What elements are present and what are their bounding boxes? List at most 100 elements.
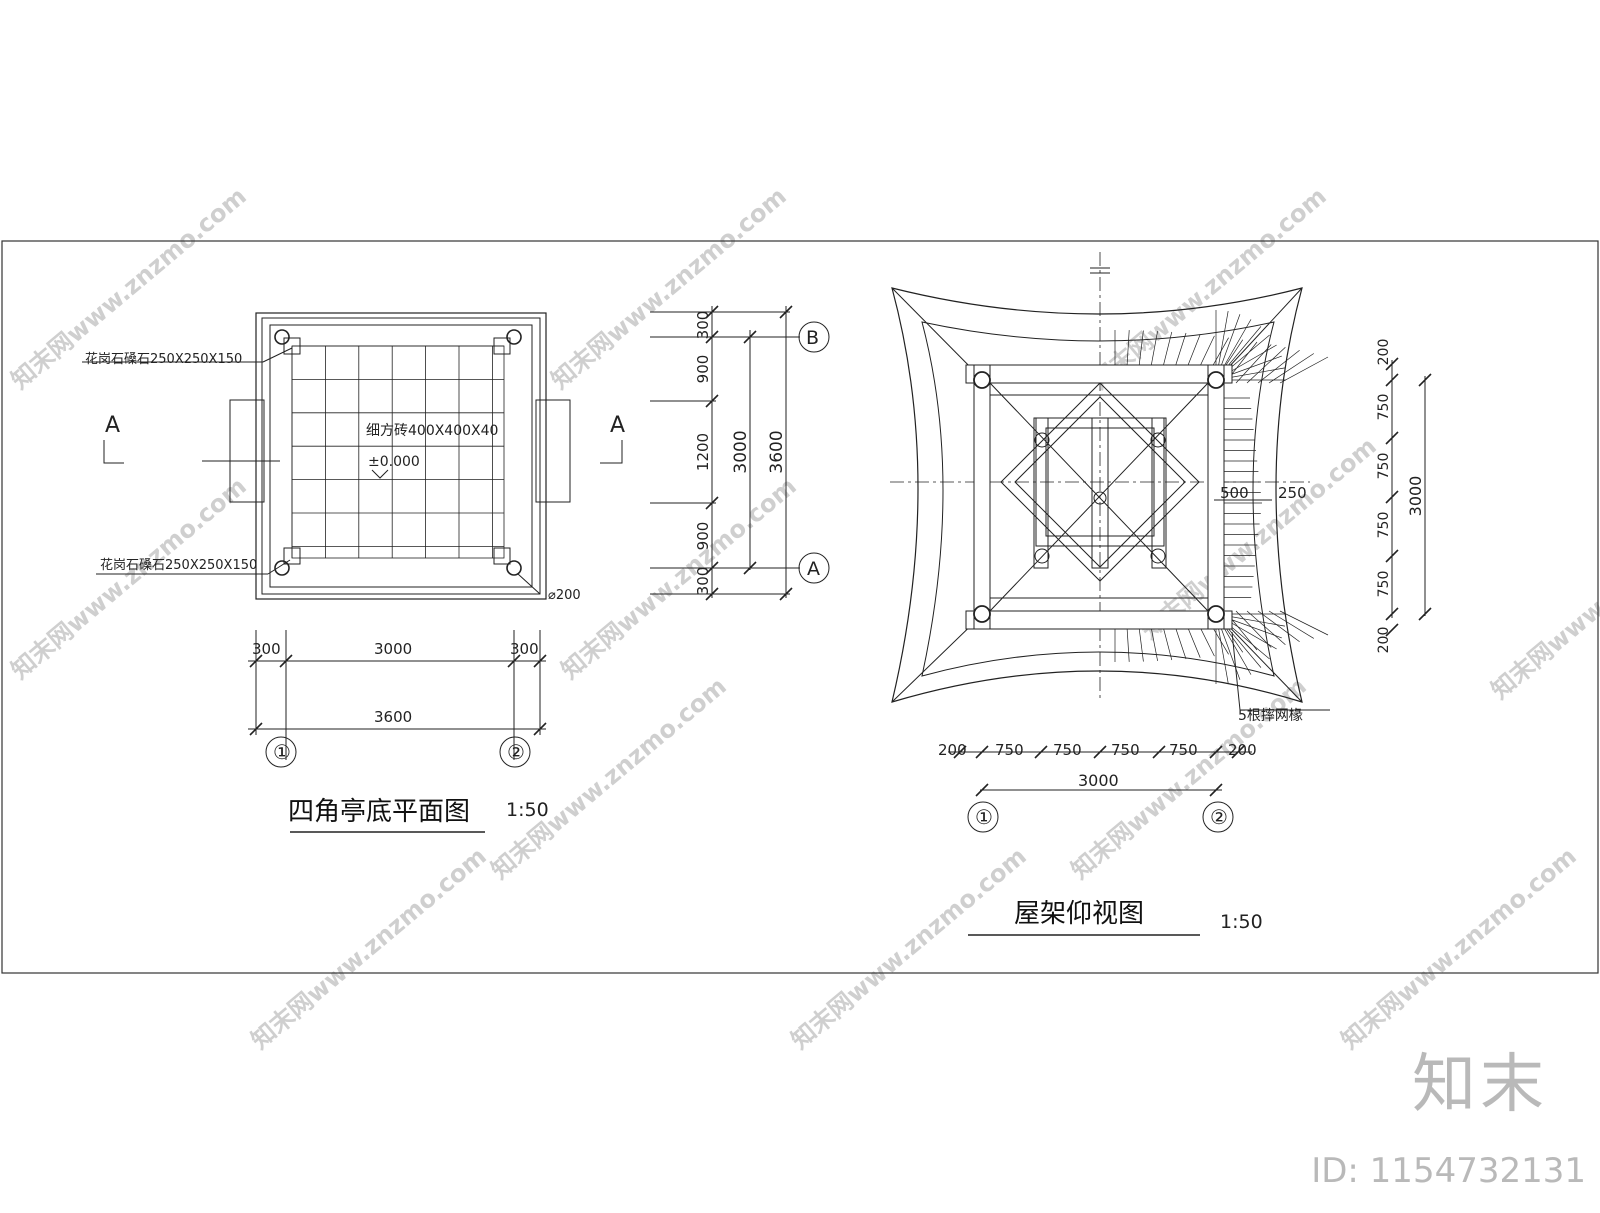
roof-dim-750-4: 750 [1169,741,1198,759]
plan-dim-300-right: 300 [510,640,539,658]
sheet-frame [1,240,1599,974]
label-stone-bottom: 花岗石磉石250X250X150 [100,557,257,573]
label-level: ±0.000 [368,454,420,470]
plan-dim-300-left: 300 [252,640,281,658]
dim-tick [249,654,263,668]
inner-frame-inner [1045,427,1155,537]
section-marker-left [103,440,124,464]
dim-tick [249,722,263,736]
rafter [1268,353,1314,384]
rafter [1279,610,1329,636]
dim-tick [1093,745,1107,759]
beam-bottom [965,610,1233,630]
watermark-text: 知末网www.znzmo.com [786,842,1032,1055]
dim-tick [975,745,989,759]
plan-dim-ticks [249,654,547,736]
dim-tick [1385,373,1399,387]
platform-edge [269,324,533,588]
dim-tick [1385,607,1399,621]
dim-tick [1152,745,1166,759]
label-brick: 细方砖400X400X40 [366,423,498,439]
diag-beam-2 [989,382,1209,612]
rafter [1257,350,1300,384]
roof-dim-ticks [953,745,1245,797]
roof-dim-200-right: 200 [1228,741,1257,759]
joint-bl [1034,548,1050,564]
joint-center [1093,491,1107,505]
dim-tick [1385,357,1399,371]
beam-right [1207,364,1225,630]
leader-column [517,573,541,595]
rafter [1246,610,1286,645]
roof-column-tl [973,371,991,389]
brand-id: ID: 1154732131 [1311,1151,1586,1191]
roof-right-3000: 3000 [1406,476,1425,517]
column-tl [274,329,290,345]
leader-stone-bottom-slant [267,559,291,575]
step-right [535,399,571,503]
plan-view [82,312,623,833]
roof-view [890,252,1432,936]
roof-axis-bubble-2 [1202,801,1234,833]
dim-tick [1385,490,1399,504]
dim-tick [1385,431,1399,445]
rafter [1235,610,1272,648]
axis-bubble-a [798,552,830,584]
dim-tick [1034,745,1048,759]
dim-tick [1418,607,1432,621]
label-stone-top: 花岗石磉石250X250X150 [85,351,242,367]
roof-dim-3000: 3000 [1078,771,1119,790]
platform-outer [255,312,547,600]
section-mark-left: A [105,413,120,438]
corner-stone [493,547,511,565]
plan-dim-3600: 3600 [374,708,412,726]
column-br [506,560,522,576]
dim-tick [279,654,293,668]
rafter [1246,347,1286,384]
roof-dim-200-left: 200 [938,741,967,759]
dim-tick [779,305,793,319]
dim-tick [507,654,521,668]
column-bl [274,560,290,576]
dim-tick [533,654,547,668]
column-tr [506,329,522,345]
axis-bubble-1 [265,736,297,768]
dim-tick [743,561,757,575]
roof-dim-750-2: 750 [1053,741,1082,759]
brand-logo: 知末 [1412,1048,1548,1122]
plan-title: 四角亭底平面图 [288,797,470,827]
corner-stone [283,547,301,565]
joint-br [1150,548,1166,564]
dim-tick [1209,745,1223,759]
dim-tick [705,394,719,408]
diamond-inner [1014,396,1186,568]
roof-dim-750-3: 750 [1111,741,1140,759]
joint-tr [1150,432,1166,448]
side-dim-3000: 3000 [731,430,751,473]
roof-title: 屋架仰视图 [1014,899,1144,929]
roof-eave-inner [921,321,1275,677]
rafter [1268,610,1314,639]
dim-tick [705,496,719,510]
roof-column-tr [1207,371,1225,389]
axis-label-a: A [807,558,820,580]
paving-grid [291,345,505,559]
watermark-layer: 知末网www.znzmo.com 知末网www.znzmo.com 知末网www.z… [6,182,1600,1055]
dim-tick [975,783,989,797]
watermark-text: 知末网www.znzmo.com [1486,492,1600,705]
watermark-text: 知末网www.znzmo.com [1336,842,1582,1055]
dim-tick [1209,783,1223,797]
dim-tick [1231,745,1245,759]
roof-axis-1: ① [975,805,993,829]
roof-column-bl [973,605,991,623]
leader-stone-top-slant [262,347,293,363]
side-dim-ticks [705,305,793,601]
label-rafters: 5根摔网椽 [1238,707,1303,724]
side-dim-300-top: 300 [694,311,712,340]
inner-post-left [1033,417,1049,569]
dim-tick [1385,623,1399,637]
corner-stone [283,337,301,355]
leader-rafters [1231,631,1330,711]
roof-right-750-2: 750 [1376,453,1392,480]
